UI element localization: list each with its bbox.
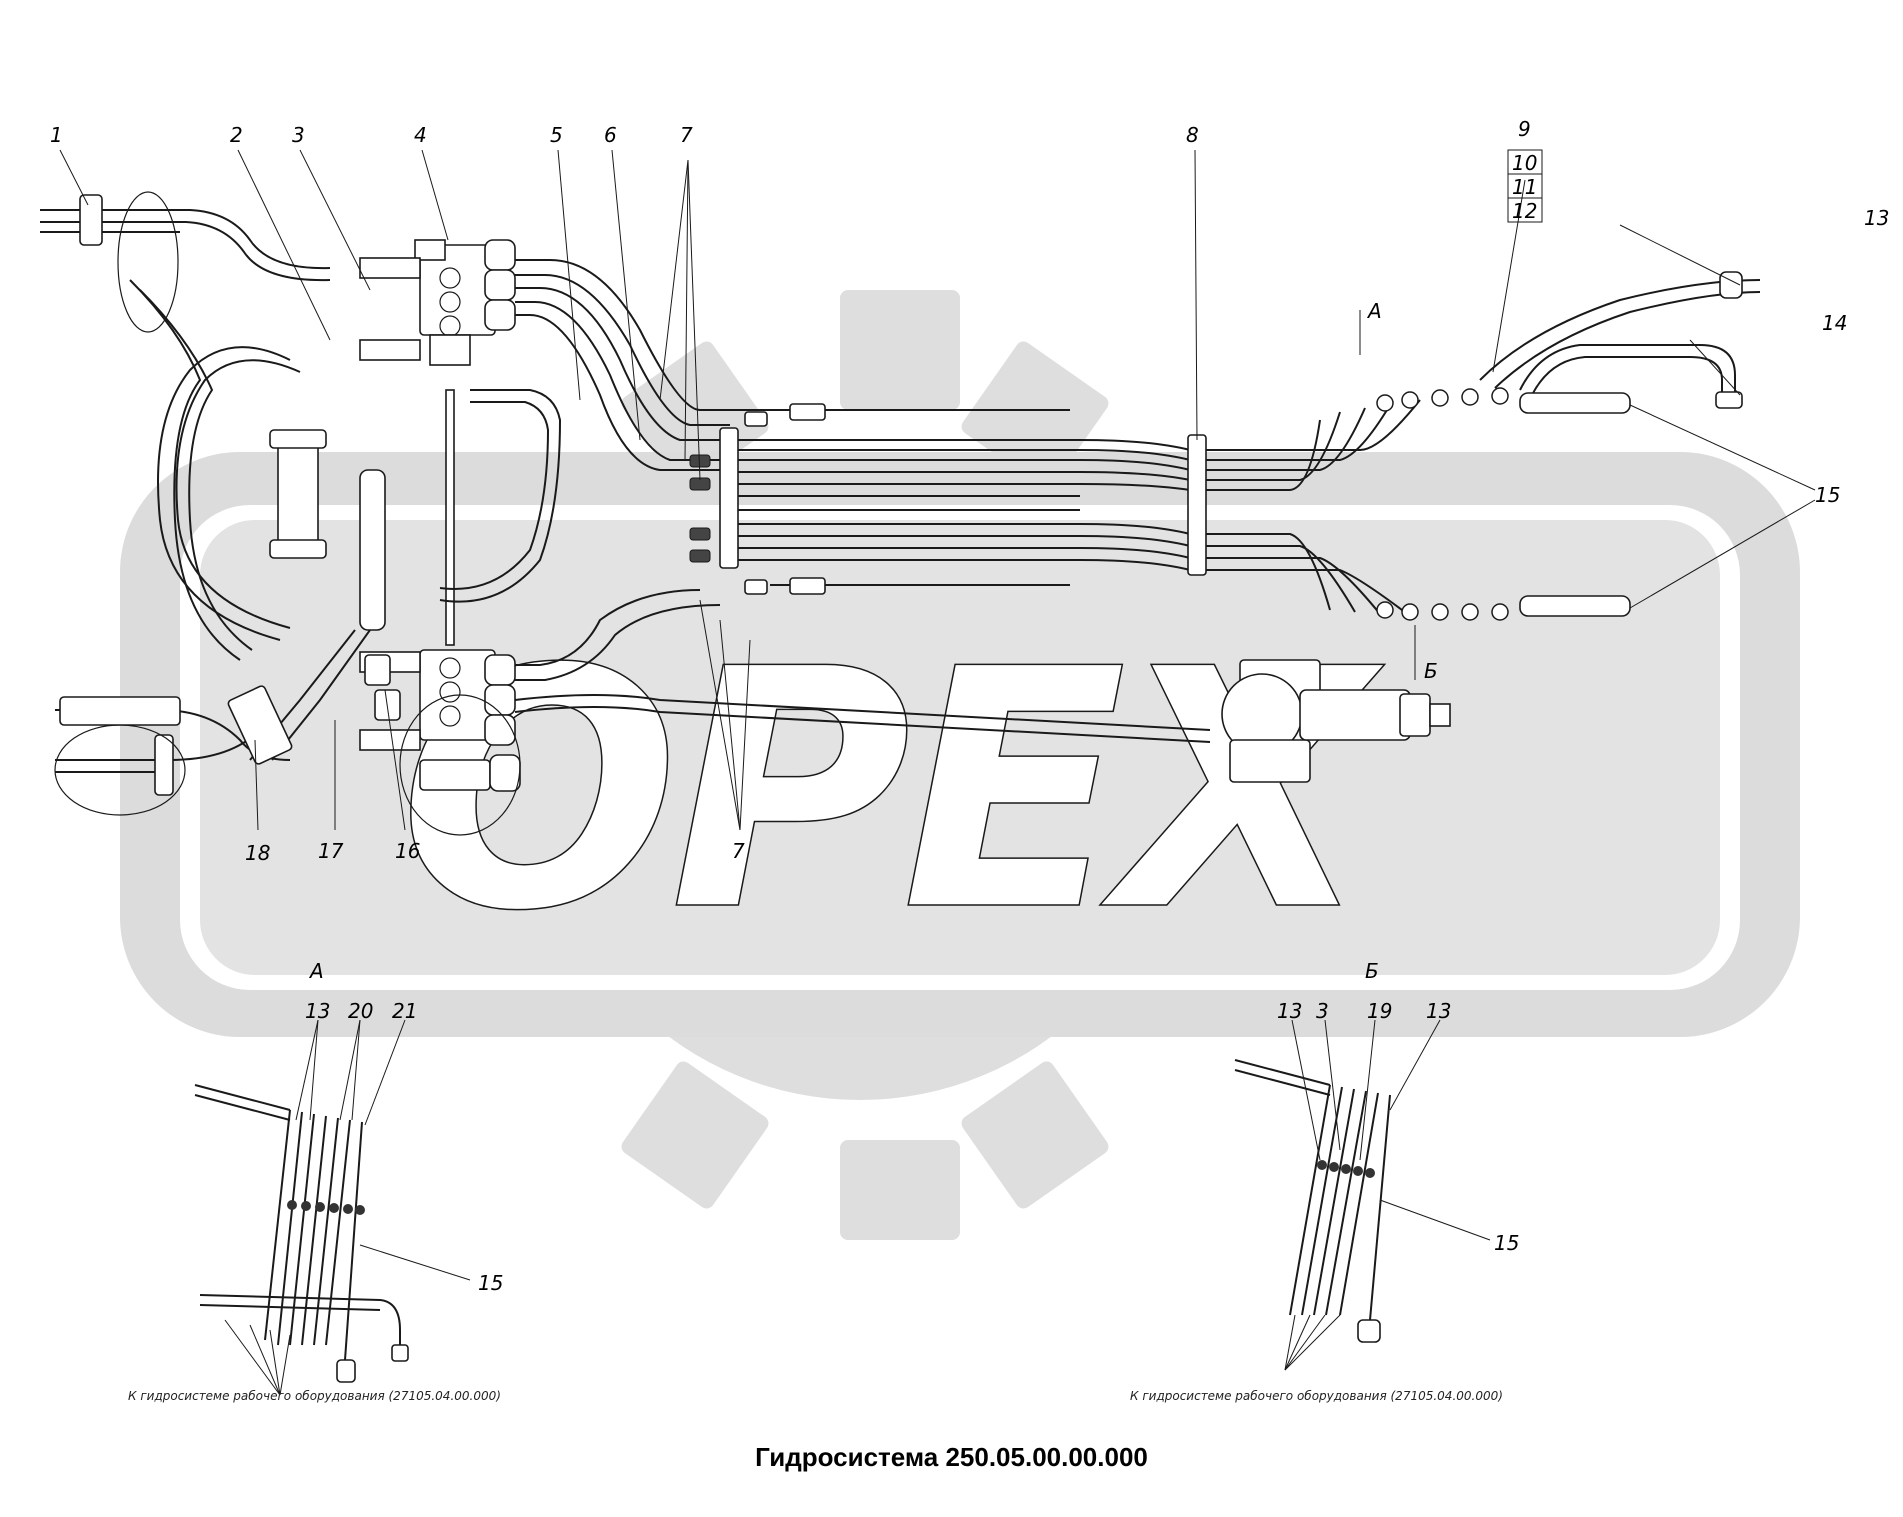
view-a-callout-21: 21 [392, 999, 417, 1023]
view-a-callout-13: 13 [305, 999, 330, 1023]
callout-8: 8 [1186, 123, 1199, 147]
callout-5: 5 [550, 123, 563, 147]
callout-11: 11 [1512, 175, 1537, 199]
view-b: Б 13 3 19 13 15 К гидросист [1130, 959, 1519, 1403]
view-a-callout-20: 20 [348, 999, 373, 1023]
hose-end-13 [1719, 271, 1743, 299]
callout-18: 18 [245, 841, 270, 865]
callout-3: 3 [292, 123, 305, 147]
view-b-callout-13a: 13 [1277, 999, 1302, 1023]
view-b-callout-19: 19 [1367, 999, 1392, 1023]
callout-7-top: 7 [680, 123, 693, 147]
callout-9: 9 [1518, 117, 1531, 141]
watermark-text: ОРЕХ [398, 598, 1395, 984]
callout-1: 1 [50, 123, 63, 147]
view-b-callout-3: 3 [1316, 999, 1329, 1023]
clamp-bottom [154, 734, 174, 796]
view-a-callout-15: 15 [478, 1271, 503, 1295]
elbow-14 [1715, 391, 1743, 409]
main-hose-bundle [689, 399, 1421, 617]
drawing-title: Гидросистема 250.05.00.00.000 [755, 1442, 1148, 1472]
callout-12: 12 [1512, 199, 1537, 223]
callout-13: 13 [1864, 206, 1889, 230]
view-b-callout-13b: 13 [1426, 999, 1451, 1023]
callout-7-bottom: 7 [732, 839, 745, 863]
callout-14: 14 [1822, 311, 1847, 335]
axle-assembly [1221, 659, 1451, 783]
callout-2: 2 [230, 123, 243, 147]
view-b-note: К гидросистеме рабочего оборудования (27… [1130, 1389, 1503, 1403]
callout-16: 16 [395, 839, 420, 863]
view-a: А 13 20 21 [128, 959, 503, 1403]
view-label-a-main: А [1366, 299, 1382, 323]
distributor-upper [359, 239, 516, 366]
leader-lines [59, 149, 1816, 831]
watermark-logo: ОРЕХ [120, 290, 1800, 1240]
view-label-b-main: Б [1424, 659, 1438, 683]
view-b-callout-15: 15 [1494, 1231, 1519, 1255]
view-a-note: К гидросистеме рабочего оборудования (27… [128, 1389, 501, 1403]
callout-4: 4 [414, 123, 427, 147]
callout-10: 10 [1512, 151, 1537, 175]
callout-15: 15 [1815, 483, 1840, 507]
svg-text:ОРЕХ: ОРЕХ [399, 599, 1385, 983]
bracket-8 [1187, 434, 1207, 576]
callout-6: 6 [604, 123, 617, 147]
view-a-title: А [308, 959, 324, 983]
clamp-1 [79, 194, 103, 246]
view-b-title: Б [1365, 959, 1379, 983]
callout-17: 17 [318, 839, 344, 863]
hydraulic-cylinder [277, 439, 319, 546]
hydraulic-assembly [40, 191, 1761, 836]
callouts: 1 2 3 4 5 6 7 8 9 10 11 12 13 14 15 16 1… [50, 117, 1889, 865]
